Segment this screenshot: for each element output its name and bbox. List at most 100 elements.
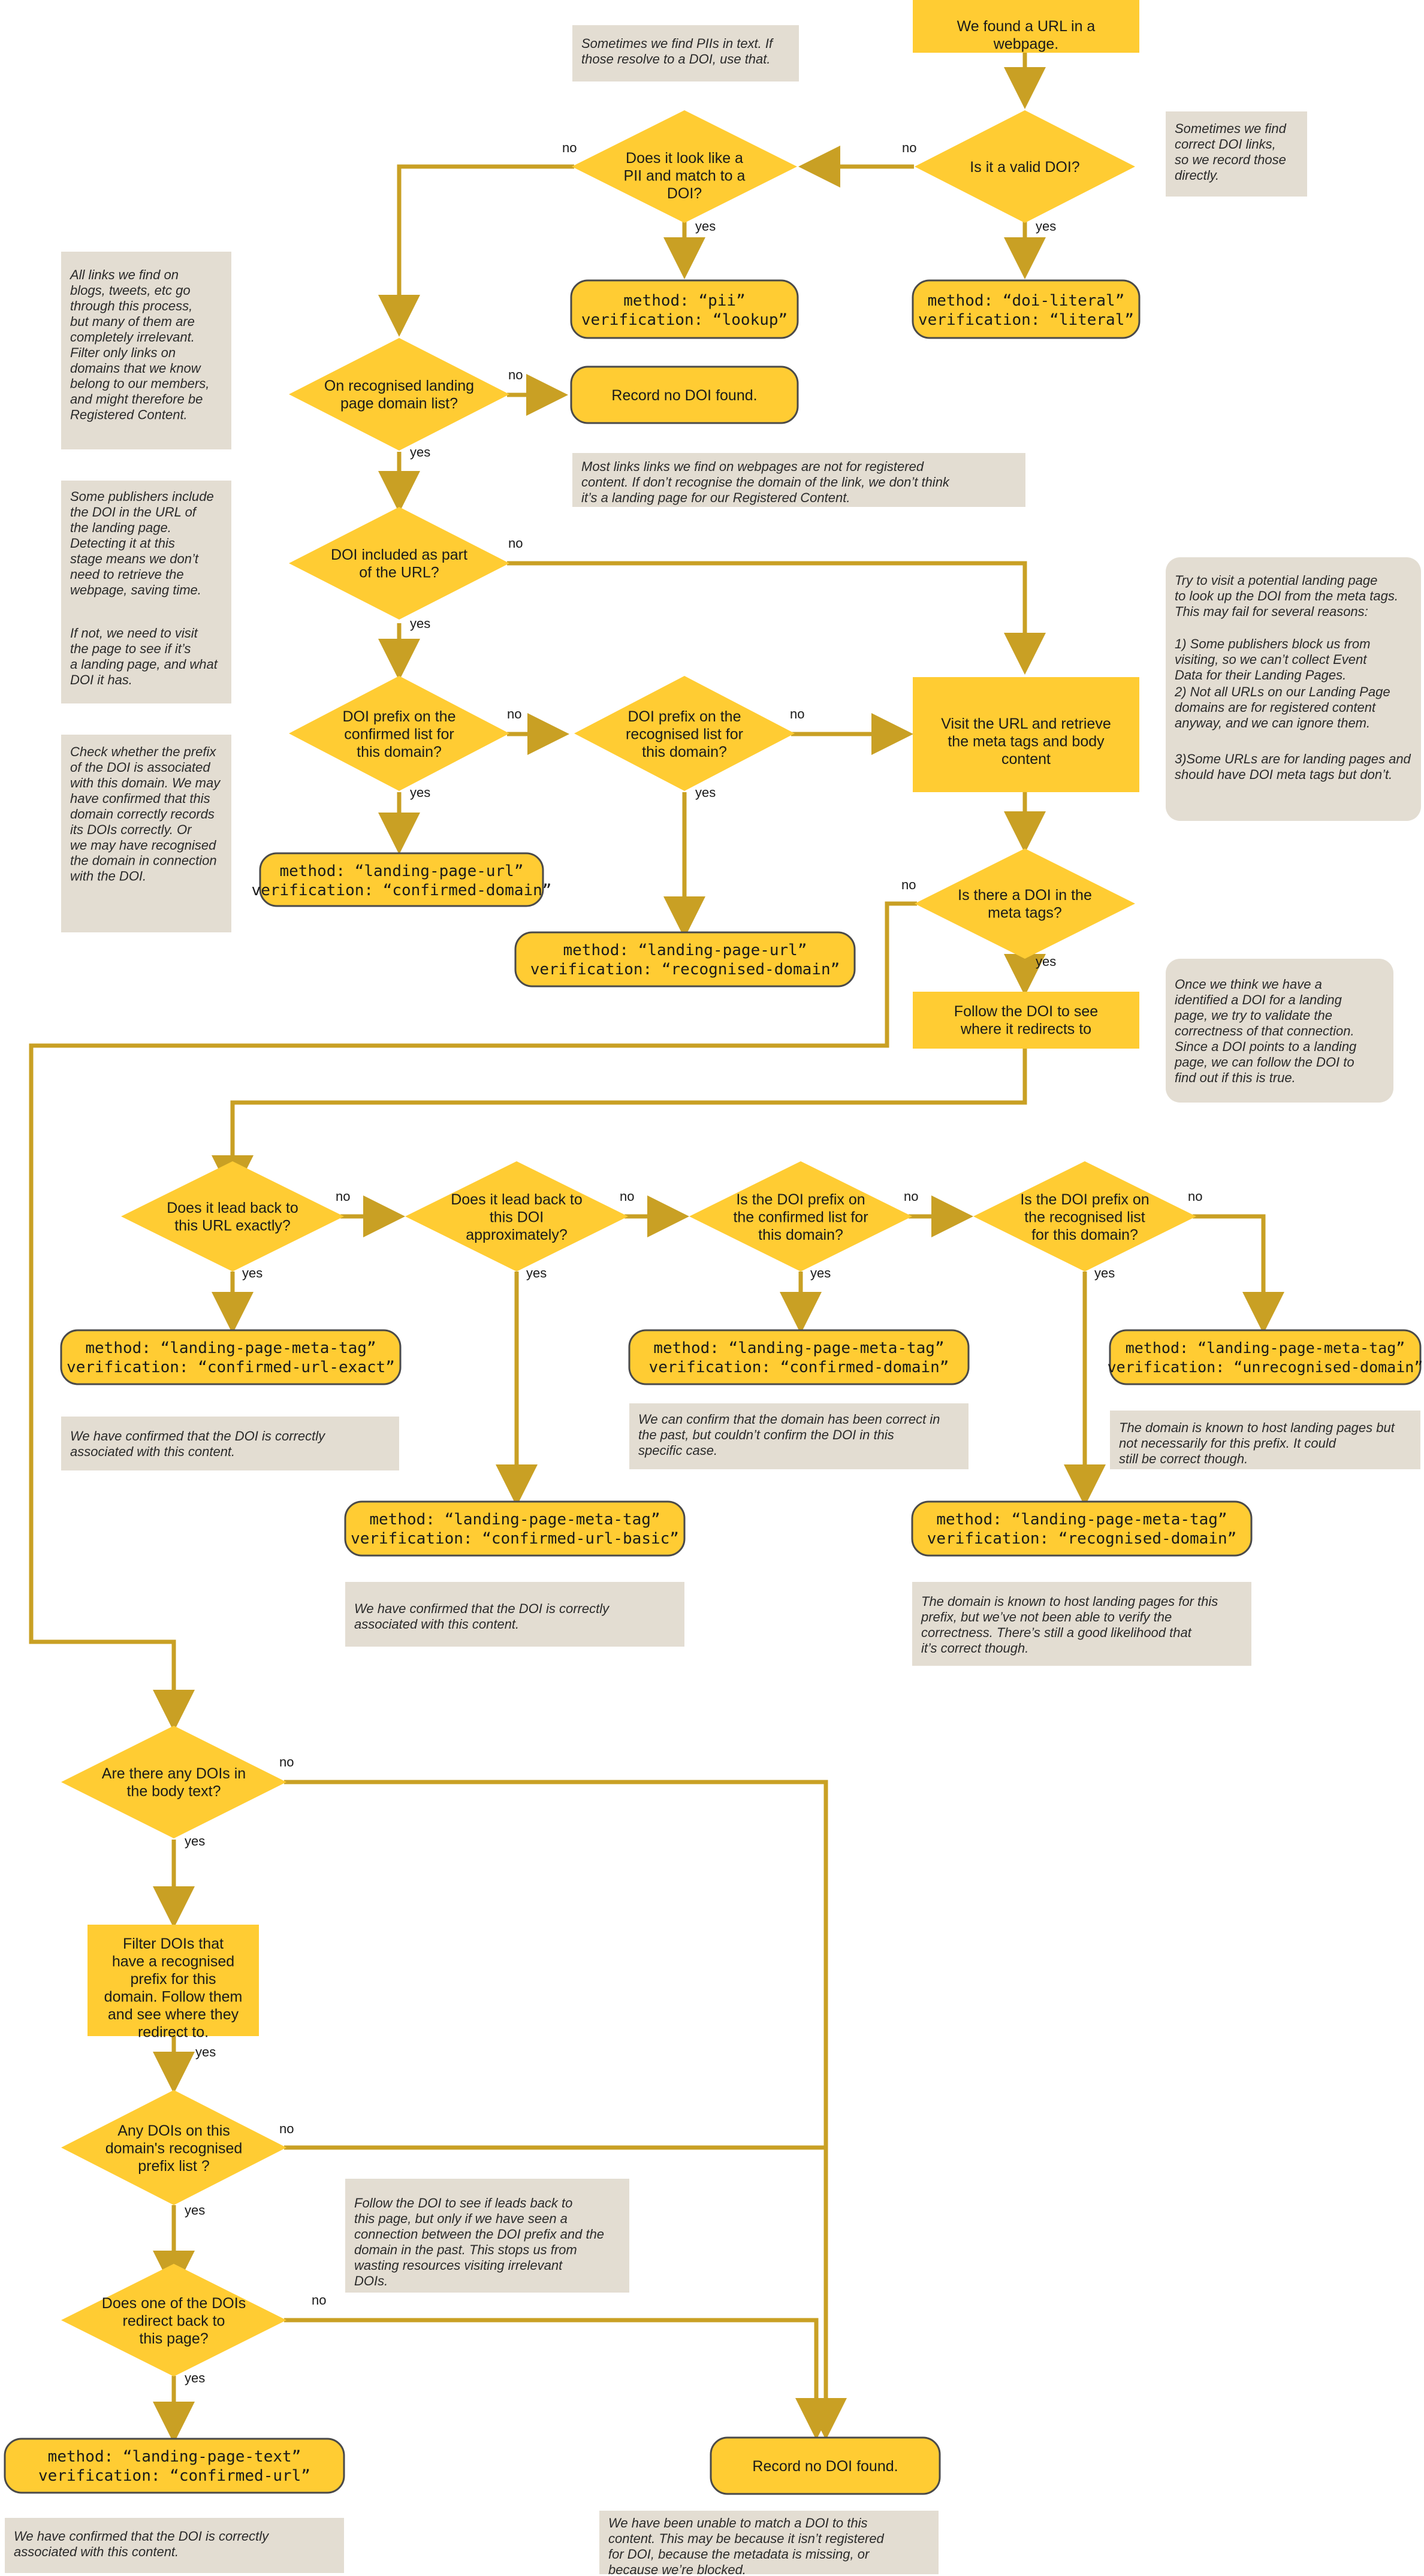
- edge-pii-no-to-domain: [378, 164, 574, 337]
- label-no: no: [620, 1189, 634, 1204]
- label-yes: yes: [810, 1266, 831, 1281]
- result-method: method: “landing-page-url”: [563, 941, 807, 959]
- label-no: no: [1188, 1189, 1202, 1204]
- result-method: method: “pii”: [623, 292, 746, 310]
- label-no: no: [508, 367, 523, 382]
- note-confirmed-correct-3: We have confirmed that the DOI is correc…: [5, 2518, 344, 2573]
- note-unable-match-text: We have been unable to match a DOI to th…: [608, 2515, 885, 2576]
- label-no: no: [279, 2121, 294, 2136]
- result-method: method: “landing-page-meta-tag”: [85, 1339, 376, 1357]
- note-unable-match: We have been unable to match a DOI to th…: [599, 2511, 939, 2576]
- label-yes: yes: [1094, 1266, 1115, 1281]
- note-confirmed-correct-1: We have confirmed that the DOI is correc…: [61, 1417, 399, 1470]
- label-yes: yes: [410, 616, 430, 631]
- note-domain-known-prefix: The domain is known to host landing page…: [1110, 1411, 1420, 1469]
- label-yes: yes: [695, 785, 716, 800]
- result-pii: method: “pii” verification: “lookup”: [570, 279, 799, 339]
- edge-meta-no-to-body: [29, 901, 917, 1732]
- result-verification: verification: “recognised-domain”: [530, 961, 840, 979]
- edge-redirect-no-to-record: [284, 2318, 837, 2440]
- label-no: no: [507, 706, 521, 721]
- result-method: method: “landing-page-meta-tag”: [369, 1511, 660, 1529]
- note-confirmed-correct-text: We have confirmed that the DOI is correc…: [70, 1429, 326, 1459]
- label-no: no: [904, 1189, 918, 1204]
- result-url-recognised: method: “landing-page-url” verification:…: [514, 931, 856, 987]
- result-meta-confirmed-domain: method: “landing-page-meta-tag” verifica…: [628, 1329, 970, 1385]
- edge-recognised-no-to-unrecognised: [1193, 1214, 1284, 1334]
- label-yes: yes: [185, 2370, 205, 2385]
- result-meta-unrecognised-domain: method: “landing-page-meta-tag” verifica…: [1108, 1329, 1423, 1385]
- result-text-confirmed: method: “landing-page-text” verification…: [4, 2438, 345, 2494]
- note-confirmed-correct-text: We have confirmed that the DOI is correc…: [14, 2529, 270, 2559]
- result-verification: verification: “unrecognised-domain”: [1108, 1358, 1423, 1376]
- edge-follow-to-lead-exact: [212, 1049, 1027, 1197]
- label-no: no: [279, 1754, 294, 1769]
- label-no: no: [562, 140, 577, 155]
- label-yes: yes: [526, 1266, 547, 1281]
- edge-body-no-to-record: [284, 1780, 847, 2440]
- decision-valid-doi-text: Is it a valid DOI?: [970, 159, 1079, 176]
- process-record-none-text: Record no DOI found.: [752, 2458, 898, 2475]
- note-domain-known-unverified: The domain is known to host landing page…: [912, 1582, 1251, 1666]
- result-terminals: method: “pii” verification: “lookup” met…: [4, 279, 1423, 2494]
- note-confirmed-correct-text: We have confirmed that the DOI is correc…: [354, 1601, 610, 1632]
- decision-valid-doi: Is it a valid DOI?: [915, 110, 1135, 223]
- label-yes: yes: [410, 785, 430, 800]
- edge-labels: no no yes yes no yes no yes no no yes ye…: [185, 140, 1202, 2385]
- result-verification: verification: “confirmed-url”: [38, 2467, 310, 2485]
- label-no: no: [312, 2293, 326, 2308]
- result-meta-exact: method: “landing-page-meta-tag” verifica…: [60, 1329, 402, 1385]
- result-verification: verification: “lookup”: [581, 311, 788, 329]
- result-method: method: “landing-page-meta-tag”: [1126, 1339, 1405, 1357]
- process-record-none-2: Record no DOI found.: [710, 2436, 941, 2495]
- edge-url-no-to-visit: [507, 561, 1046, 675]
- result-meta-recognised-domain: method: “landing-page-meta-tag” verifica…: [911, 1500, 1253, 1557]
- label-yes: yes: [695, 219, 716, 234]
- note-most-links-text: Most links links we find on webpages are…: [581, 459, 950, 505]
- result-method: method: “doi-literal”: [928, 292, 1125, 310]
- result-verification: verification: “confirmed-url-exact”: [67, 1358, 395, 1376]
- result-verification: verification: “literal”: [918, 311, 1134, 329]
- result-method: method: “landing-page-url”: [280, 862, 524, 880]
- process-record-none-1: Record no DOI found.: [570, 366, 799, 424]
- result-verification: verification: “confirmed-url-basic”: [351, 1530, 679, 1548]
- label-no: no: [336, 1189, 350, 1204]
- label-yes: yes: [410, 445, 430, 460]
